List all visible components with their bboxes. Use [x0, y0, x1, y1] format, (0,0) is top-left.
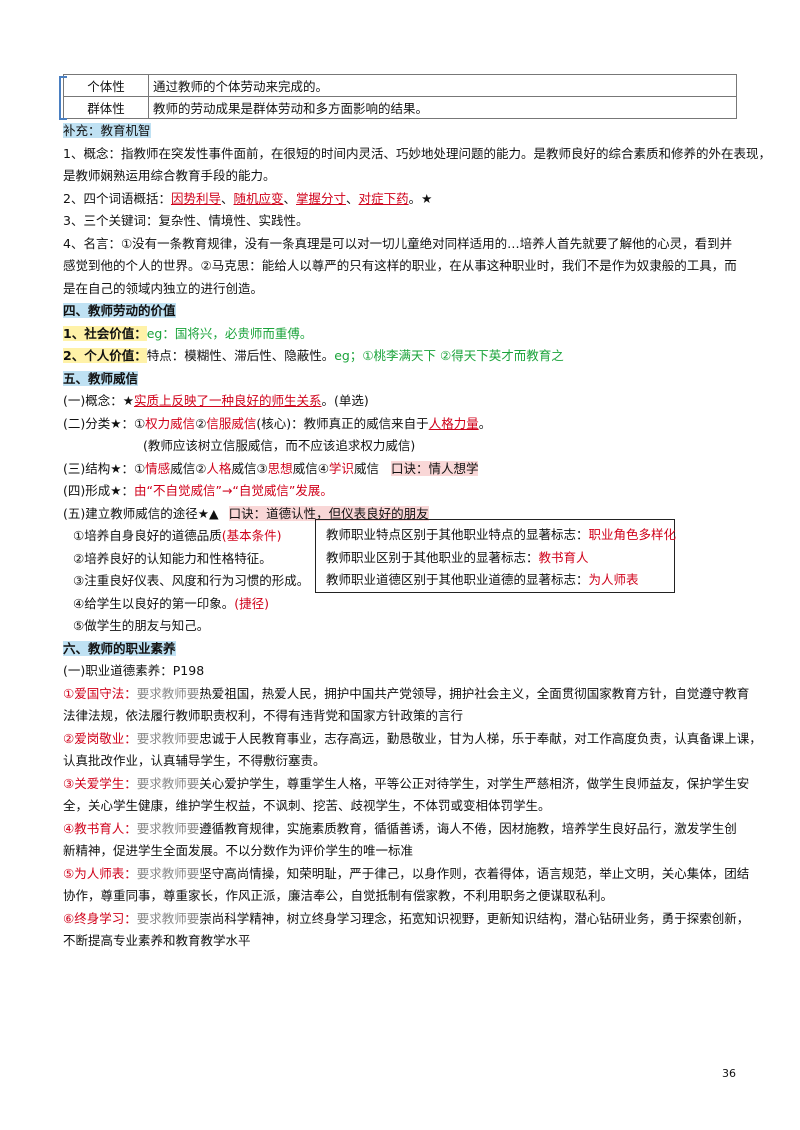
comparison-table: 个体性 通过教师的个体劳动来完成的。 群体性 教师的劳动成果是群体劳动和多方面影…	[63, 74, 737, 119]
ethics-item: ④教书育人：要求教师要遵循教育规律，实施素质教育，循循善诱，诲人不倦，因材施教，…	[63, 820, 737, 859]
supplement-title: 补充：教育机智	[63, 123, 151, 138]
section-4-heading: 四、教师劳动的价值	[63, 303, 176, 318]
document-page: 个体性 通过教师的个体劳动来完成的。 群体性 教师的劳动成果是群体劳动和多方面影…	[59, 74, 771, 953]
way-item: ②培养良好的认知能力和性格特征。	[73, 550, 272, 566]
supplement-p4a: 4、名言：①没有一条教育规律，没有一条真理是可以对一切儿童绝对同样适用的…培养人…	[63, 235, 733, 251]
prestige-classification: (二)分类★：①权力威信②信服威信(核心)：教师真正的威信来自于人格力量。	[63, 415, 492, 431]
prestige-note: (教师应该树立信服威信，而不应该追求权力威信)	[143, 438, 416, 453]
personal-value-line: 2、个人价值：特点：模糊性、滞后性、隐蔽性。eg；①桃李满天下 ②得天下英才而教…	[63, 348, 564, 363]
box-line: 教师职业区别于其他职业的显著标志：教书育人	[326, 549, 589, 565]
prestige-concept: (一)概念：★实质上反映了一种良好的师生关系。(单选)	[63, 393, 369, 408]
comparison-table-wrap: 个体性 通过教师的个体劳动来完成的。 群体性 教师的劳动成果是群体劳动和多方面影…	[59, 74, 743, 120]
table-row: 群体性 教师的劳动成果是群体劳动和多方面影响的结果。	[63, 96, 737, 119]
supplement-p4b: 感觉到他的个人的世界。②马克思：能给人以尊严的只有这样的职业，在从事这种职业时，…	[63, 258, 737, 273]
section-6-sub: (一)职业道德素养：P198	[63, 663, 205, 678]
table-cell-key: 个体性	[63, 74, 149, 97]
ethics-item: ⑤为人师表：要求教师要坚守高尚情操，知荣明耻，严于律己，以身作则，衣着得体，语言…	[63, 865, 750, 904]
section-6-heading: 六、教师的职业素养	[63, 640, 176, 656]
supplement-p1b: 是教师娴熟运用综合教育手段的能力。	[63, 168, 276, 183]
ethics-item: ⑥终身学习：要求教师要崇尚科学精神，树立终身学习理念，拓宽知识视野，更新知识结构…	[63, 910, 750, 949]
ethics-item: ②爱岗敬业：要求教师要忠诚于人民教育事业，志存高远，勤恳敬业，甘为人梯，乐于奉献…	[63, 730, 762, 769]
way-item: ③注重良好仪表、风度和行为习惯的形成。	[73, 573, 310, 588]
supplement-p1a: 1、概念：指教师在突发性事件面前，在很短的时间内灵活、巧妙地处理问题的能力。是教…	[63, 145, 771, 161]
table-cell-value: 教师的劳动成果是群体劳动和多方面影响的结果。	[148, 96, 737, 119]
supplement-p2: 2、四个词语概括：因势利导、随机应变、掌握分寸、对症下药。★	[63, 190, 433, 206]
supplement-p3: 3、三个关键词：复杂性、情境性、实践性。	[63, 213, 309, 228]
prestige-formation: (四)形成★：由“不自觉威信”→“自觉威信”发展。	[63, 483, 333, 498]
prestige-ways-heading: (五)建立教师威信的途径★▲ 口诀：道德认性，但仪表良好的朋友	[63, 505, 429, 521]
page-number: 36	[722, 1067, 736, 1080]
table-cell-key: 群体性	[63, 96, 149, 119]
way-item: ⑤做学生的朋友与知己。	[73, 618, 210, 633]
prestige-structure: (三)结构★：①情感威信②人格威信③思想威信④学识威信 口诀：情人想学	[63, 460, 479, 476]
box-line: 教师职业特点区别于其他职业特点的显著标志：职业角色多样化	[326, 527, 677, 542]
ethics-item: ③关爱学生：要求教师要关心爱护学生，尊重学生人格，平等公正对待学生，对学生严慈相…	[63, 775, 750, 814]
box-line: 教师职业道德区别于其他职业道德的显著标志：为人师表	[326, 572, 639, 587]
social-value-line: 1、社会价值：eg：国将兴，必贵师而重傅。	[63, 325, 313, 341]
table-cell-value: 通过教师的个体劳动来完成的。	[148, 74, 737, 97]
supplement-p4c: 是在自己的领域内独立的进行创造。	[63, 280, 264, 296]
ethics-item: ①爱国守法：要求教师要热爱祖国，热爱人民，拥护中国共产党领导，拥护社会主义，全面…	[63, 685, 750, 724]
way-item: ④给学生以良好的第一印象。(捷径)	[73, 595, 269, 611]
table-row: 个体性 通过教师的个体劳动来完成的。	[63, 74, 737, 97]
distinction-box: 教师职业特点区别于其他职业特点的显著标志：职业角色多样化 教师职业区别于其他职业…	[315, 519, 677, 593]
bracket-marker	[59, 76, 67, 120]
section-5-heading: 五、教师威信	[63, 370, 139, 386]
way-item: ①培养自身良好的道德品质(基本条件)	[73, 528, 282, 543]
